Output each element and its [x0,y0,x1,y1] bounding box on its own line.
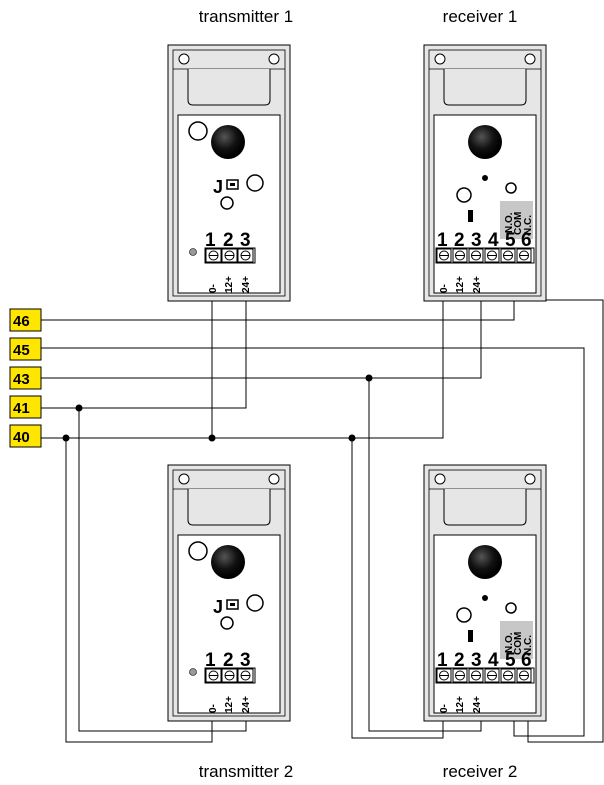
wire-41 [41,262,247,409]
svg-text:0-: 0- [208,704,219,713]
svg-text:24+: 24+ [241,276,252,293]
svg-text:2: 2 [223,650,234,671]
receiver-2-title: receiver 2 [443,762,518,781]
terminal-45: 45 [9,337,42,361]
svg-text:3: 3 [471,650,482,671]
svg-text:1: 1 [205,650,216,671]
wire-40 [41,262,444,439]
receiver-2: receiver 2 N.O. COM N.C. 1 2 3 4 5 6 [423,464,547,781]
terminal-40: 40 [9,424,42,448]
svg-text:4: 4 [488,230,499,251]
svg-text:N.O.: N.O. [504,212,515,233]
svg-text:1: 1 [437,230,448,251]
control-terminal-block: 46 45 43 41 40 [9,308,42,448]
svg-text:COM: COM [513,212,524,235]
svg-text:6: 6 [521,230,532,251]
svg-text:COM: COM [513,632,524,655]
svg-text:0-: 0- [208,284,219,293]
svg-text:2: 2 [223,230,234,251]
svg-text:N.O.: N.O. [504,632,515,653]
svg-text:3: 3 [471,230,482,251]
svg-text:2: 2 [454,650,465,671]
terminal-46: 46 [9,308,42,332]
transmitter-1: transmitter 1 J 1 2 3 0- 12+ 24+ [167,7,293,302]
lens-icon [211,125,245,159]
svg-text:J: J [213,597,223,617]
svg-text:40: 40 [13,429,30,446]
svg-text:4: 4 [488,650,499,671]
svg-text:12+: 12+ [224,696,235,713]
svg-text:2: 2 [454,230,465,251]
lens-icon [211,545,245,579]
svg-text:12+: 12+ [455,696,466,713]
transmitter-2-title: transmitter 2 [199,762,293,781]
svg-text:3: 3 [240,650,251,671]
transmitter-2: transmitter 2 J 1 2 3 0- 12+ 24+ [167,464,293,781]
svg-text:5: 5 [505,230,516,251]
svg-text:1: 1 [205,230,216,251]
svg-text:41: 41 [13,400,30,417]
lens-icon [468,545,502,579]
svg-text:1: 1 [437,650,448,671]
svg-text:45: 45 [13,342,30,359]
svg-text:5: 5 [505,650,516,671]
lens-icon [468,125,502,159]
svg-text:N.C.: N.C. [523,215,534,235]
svg-text:0-: 0- [439,704,450,713]
svg-text:46: 46 [13,313,30,330]
terminal-43: 43 [9,366,42,390]
terminal-41: 41 [9,395,42,419]
svg-text:0-: 0- [439,284,450,293]
svg-text:24+: 24+ [241,696,252,713]
svg-text:N.C.: N.C. [523,635,534,655]
svg-text:43: 43 [13,371,30,388]
svg-text:12+: 12+ [224,276,235,293]
svg-text:J: J [213,177,223,197]
svg-text:24+: 24+ [472,696,483,713]
transmitter-1-title: transmitter 1 [199,7,293,26]
receiver-1-title: receiver 1 [443,7,518,26]
svg-text:6: 6 [521,650,532,671]
svg-text:3: 3 [240,230,251,251]
svg-text:24+: 24+ [472,276,483,293]
receiver-1: receiver 1 N.O. COM N.C. 1 2 3 4 5 6 [423,7,547,302]
svg-text:12+: 12+ [455,276,466,293]
